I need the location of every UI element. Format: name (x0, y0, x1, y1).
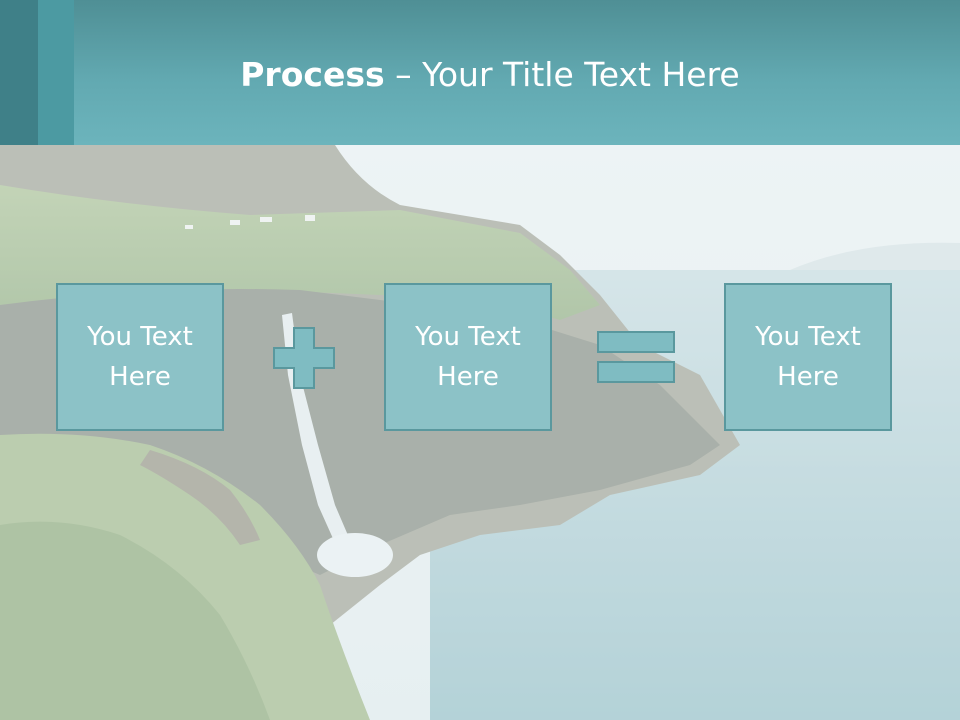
process-box-2: You Text Here (384, 283, 552, 431)
equals-icon (597, 331, 675, 383)
plus-icon (273, 327, 335, 389)
photo-overlay (0, 145, 960, 720)
title-rest: – Your Title Text Here (384, 55, 740, 94)
process-box-1: You Text Here (56, 283, 224, 431)
title-bold: Process (240, 55, 385, 94)
process-box-3: You Text Here (724, 283, 892, 431)
title-bar: Process – Your Title Text Here (0, 0, 960, 145)
header-accent-strip (38, 0, 74, 145)
header-accent-strip (0, 0, 38, 145)
slide-title: Process – Your Title Text Here (0, 54, 960, 96)
process-box-label: You Text Here (755, 322, 861, 392)
background-photo (0, 145, 960, 720)
process-box-label: You Text Here (87, 322, 193, 392)
process-box-label: You Text Here (415, 322, 521, 392)
